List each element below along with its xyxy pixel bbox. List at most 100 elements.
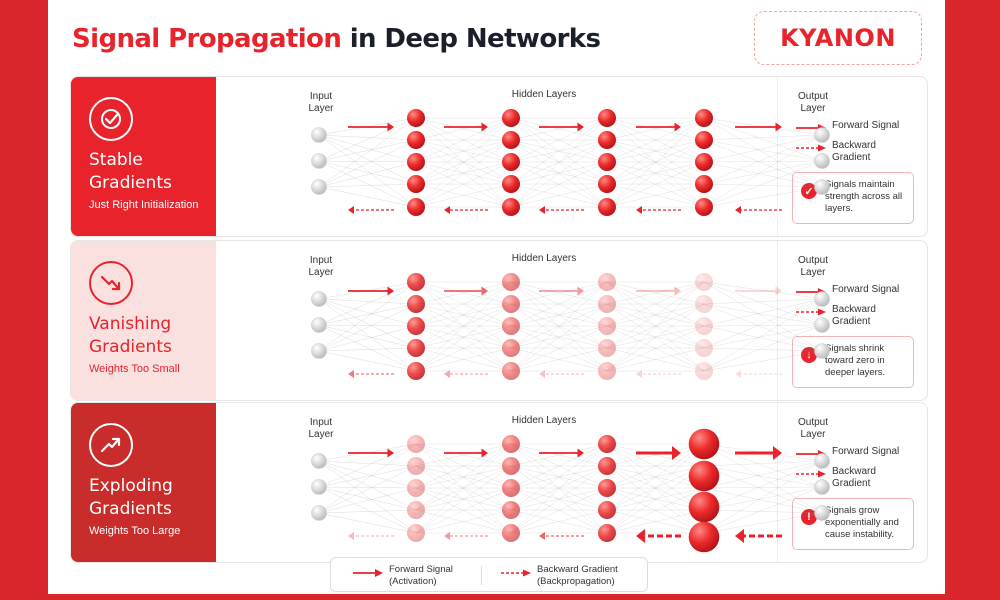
connection-line	[606, 509, 705, 534]
connection-line	[606, 325, 705, 372]
connection-line	[606, 117, 705, 185]
input-node	[311, 453, 327, 469]
output-node	[814, 127, 830, 143]
forward-arrow	[636, 446, 681, 460]
connection-line	[703, 347, 823, 352]
connection-line	[510, 303, 608, 349]
connection-line	[510, 509, 608, 534]
connection-line	[415, 509, 512, 534]
connection-line	[510, 465, 608, 489]
connection-line	[510, 509, 608, 534]
connection-line	[510, 303, 608, 372]
trend-down-icon	[89, 261, 133, 305]
check-circle-icon	[89, 97, 133, 141]
input-layer-label: Input Layer	[308, 255, 334, 278]
input-node	[311, 291, 327, 307]
backward-arrow	[539, 532, 584, 540]
connection-line	[606, 487, 705, 511]
connection-line	[510, 183, 608, 208]
connection-line	[703, 160, 823, 208]
backward-arrow	[539, 370, 584, 378]
connection-line	[318, 325, 417, 352]
connection-line	[415, 325, 512, 372]
connection-line	[415, 465, 512, 511]
bottom-legend-forward: Forward Signal (Activation)	[353, 564, 464, 588]
connection-line	[318, 134, 417, 163]
connection-line	[415, 443, 512, 534]
input-layer-label: Input Layer	[308, 417, 334, 440]
connection-line	[606, 117, 705, 185]
connection-line	[510, 139, 608, 163]
bottom-band	[0, 594, 1000, 600]
connection-line	[606, 281, 705, 305]
connection-line	[510, 487, 608, 534]
input-node	[311, 127, 327, 143]
connection-line	[703, 324, 823, 349]
connection-line	[415, 303, 512, 327]
panel-title: Exploding Gradients	[89, 476, 173, 519]
connection-line	[606, 465, 705, 489]
connection-line	[318, 183, 417, 188]
connection-line	[318, 139, 417, 188]
connection-line	[606, 465, 705, 534]
connection-line	[510, 443, 608, 511]
hidden-node	[502, 435, 520, 453]
connection-line	[606, 281, 705, 372]
hidden-node	[695, 131, 713, 149]
legend-forward-label: Forward Signal	[832, 446, 900, 457]
connection-line	[703, 117, 823, 188]
hidden-node	[407, 317, 425, 335]
input-node	[311, 505, 327, 521]
connection-line	[703, 183, 823, 188]
connection-line	[606, 303, 705, 349]
legend-backward: Backward Gradient	[796, 140, 882, 164]
output-node	[814, 317, 830, 333]
connection-line	[415, 487, 512, 511]
forward-arrow	[636, 122, 681, 132]
connection-line	[703, 324, 823, 372]
title-rest: in Deep Networks	[349, 24, 601, 54]
connection-line	[606, 161, 705, 208]
connection-line	[318, 324, 417, 327]
connection-line	[318, 281, 417, 326]
note-text: Signals grow exponentially and cause ins…	[825, 505, 899, 540]
connection-line	[318, 298, 417, 349]
hidden-node	[598, 109, 616, 127]
connection-line	[606, 487, 705, 534]
connection-line	[415, 443, 512, 467]
forward-arrow	[735, 446, 782, 460]
connection-line	[318, 160, 417, 208]
connection-line	[703, 134, 823, 185]
connection-line	[510, 303, 608, 349]
connection-line	[318, 460, 417, 534]
connection-line	[510, 139, 608, 185]
connection-line	[510, 161, 608, 208]
connection-line	[606, 303, 705, 372]
connection-line	[415, 443, 512, 467]
bottom-legend-forward-label: Forward Signal (Activation)	[389, 564, 453, 587]
connection-line	[606, 487, 705, 511]
hidden-node	[502, 317, 520, 335]
panel-note: !Signals grow exponentially and cause in…	[792, 498, 914, 550]
connection-line	[318, 139, 417, 162]
connection-line	[606, 117, 705, 141]
backward-dashed-arrow-icon	[796, 470, 826, 478]
hidden-node	[502, 198, 520, 216]
connection-line	[510, 117, 608, 163]
connection-line	[510, 117, 608, 208]
hidden-node	[688, 491, 720, 523]
hidden-node	[502, 109, 520, 127]
hidden-node	[407, 153, 425, 171]
connection-line	[510, 443, 608, 511]
connections	[318, 117, 823, 208]
connection-line	[415, 281, 512, 349]
connection-line	[415, 465, 512, 489]
forward-arrow	[735, 286, 782, 296]
hidden-node	[598, 362, 616, 380]
hidden-node	[407, 435, 425, 453]
connection-line	[318, 134, 417, 141]
output-node	[814, 505, 830, 521]
connection-line	[703, 486, 823, 511]
